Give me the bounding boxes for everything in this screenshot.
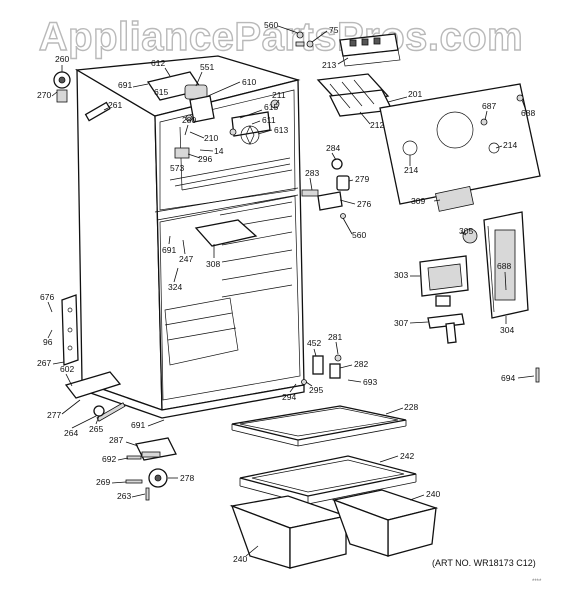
part-label: 615 [264, 102, 278, 112]
part-label: 676 [40, 292, 54, 302]
part-label: 214 [503, 140, 517, 150]
part-label: 307 [394, 318, 408, 328]
part-label: 211 [272, 90, 286, 100]
part-label: 560 [264, 20, 278, 30]
part-label: 560 [352, 230, 366, 240]
glass-shelf [231, 405, 407, 447]
part-label: 276 [357, 199, 371, 209]
part-label: 296 [198, 154, 212, 164]
part-label: 201 [408, 89, 422, 99]
damper-control [419, 255, 469, 307]
freezer-control-parts [146, 71, 280, 123]
part-label: 213 [322, 60, 336, 70]
evaporator-fan-assembly [174, 111, 271, 159]
part-label: 304 [500, 325, 514, 335]
refrigerator-cabinet [61, 55, 305, 419]
part-label: 691 [118, 80, 132, 90]
part-label: 303 [394, 270, 408, 280]
crisper-pan-cover [239, 455, 417, 505]
part-label: 240 [233, 554, 247, 564]
art-number: (ART NO. WR18173 C12) [432, 558, 536, 568]
part-label: 228 [404, 402, 418, 412]
part-label: 615 [154, 87, 168, 97]
part-label: 687 [482, 101, 496, 111]
part-label: 278 [180, 473, 194, 483]
part-label: 294 [282, 392, 296, 402]
part-label: 287 [109, 435, 123, 445]
part-label: 694 [501, 373, 515, 383]
part-label: 281 [328, 332, 342, 342]
part-label: 96 [43, 337, 53, 347]
part-label: 691 [162, 245, 176, 255]
part-label: 280 [182, 115, 196, 125]
crisper-pan-right [331, 489, 439, 557]
part-label: 270 [37, 90, 51, 100]
part-label: 264 [64, 428, 78, 438]
part-label: 692 [102, 454, 116, 464]
part-label: 610 [242, 77, 256, 87]
control-housing [339, 33, 401, 67]
part-label: 279 [355, 174, 369, 184]
bracket [427, 313, 465, 344]
part-label: 309 [411, 196, 425, 206]
part-label: 214 [404, 165, 418, 175]
thermostat-knob [53, 71, 71, 103]
part-label: 210 [204, 133, 218, 143]
part-label: 284 [326, 143, 340, 153]
watermark-text: AppliancePartsPros.com [39, 15, 524, 59]
part-label: 260 [55, 54, 69, 64]
part-label: 14 [214, 146, 224, 156]
crisper-pan-left [229, 495, 349, 569]
part-label: 282 [354, 359, 368, 369]
part-label: 688 [521, 108, 535, 118]
part-label: 247 [179, 254, 193, 264]
part-label: 240 [426, 489, 440, 499]
cover-tray [316, 73, 393, 117]
part-label: 265 [89, 424, 103, 434]
part-label: 693 [363, 377, 377, 387]
leveling-parts [93, 402, 177, 501]
part-label: 212 [370, 120, 384, 130]
part-label: 295 [309, 385, 323, 395]
part-label: 261 [108, 100, 122, 110]
part-labels: 560 75 213 260 612 551 691 615 610 201 2… [37, 20, 535, 564]
rear-panel [379, 83, 541, 205]
part-label: 452 [307, 338, 321, 348]
shelf-crisper-cover [194, 219, 258, 247]
small-hardware-top [295, 31, 314, 48]
part-label: 263 [117, 491, 131, 501]
part-label: 324 [168, 282, 182, 292]
part-label: 688 [497, 261, 511, 271]
part-label: 691 [131, 420, 145, 430]
part-label: 242 [400, 451, 414, 461]
part-label: 573 [170, 163, 184, 173]
part-label: 612 [151, 58, 165, 68]
part-label: 277 [47, 410, 61, 420]
part-label: 283 [305, 168, 319, 178]
part-label: 75 [329, 25, 339, 35]
part-label: 602 [60, 364, 74, 374]
part-label: 267 [37, 358, 51, 368]
part-label: 305 [459, 226, 473, 236]
part-label: 269 [96, 477, 110, 487]
switch-and-light-parts [301, 158, 478, 244]
part-label: 308 [206, 259, 220, 269]
corner-mark: **** [532, 579, 542, 585]
air-duct [483, 211, 529, 319]
part-label: 613 [274, 125, 288, 135]
handle-tube [84, 101, 111, 122]
part-label: 611 [262, 115, 276, 125]
part-label: 551 [200, 62, 214, 72]
